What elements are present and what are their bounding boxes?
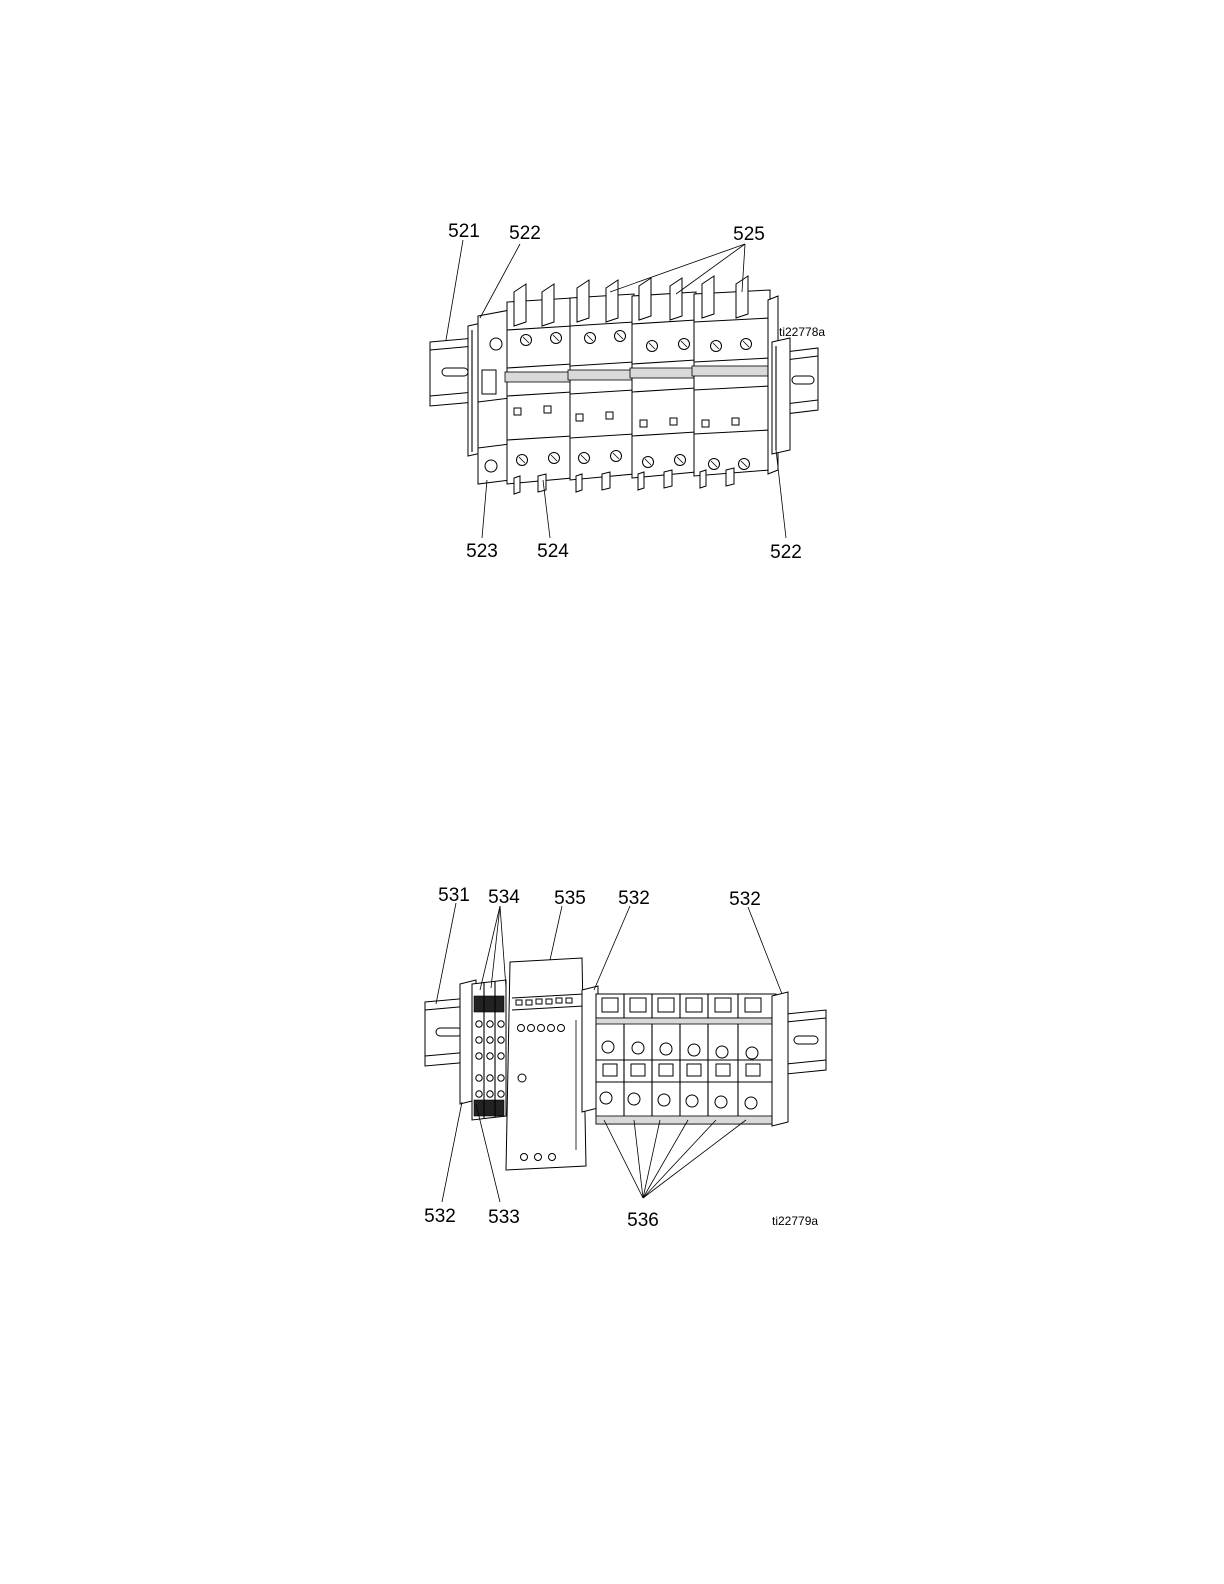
callout-523: 523 <box>466 541 498 562</box>
callout-533: 533 <box>488 1207 520 1228</box>
terminal-blocks-large <box>596 994 776 1124</box>
callout-534: 534 <box>488 887 520 908</box>
callout-522-top: 522 <box>509 223 541 244</box>
callout-532-bottom-left: 532 <box>424 1206 456 1227</box>
callout-522-bottom: 522 <box>770 542 802 563</box>
figure-id-2: ti22779a <box>772 1214 818 1228</box>
callout-532-top-right: 532 <box>729 889 761 910</box>
callout-532-top-center: 532 <box>618 888 650 909</box>
callout-535: 535 <box>554 888 586 909</box>
figure-2: 531 534 535 532 532 532 533 536 ti22779a <box>424 885 826 1231</box>
end-stop-right <box>772 992 788 1126</box>
breaker-module <box>630 278 698 490</box>
callout-521: 521 <box>448 221 480 242</box>
callout-525: 525 <box>733 224 765 245</box>
terminal-block-left <box>478 310 510 484</box>
callout-531: 531 <box>438 885 470 906</box>
breaker-module <box>568 280 636 492</box>
terminal-blocks-small <box>472 980 506 1120</box>
figure-1: 521 522 525 523 524 522 ti22778a <box>430 221 825 563</box>
power-supply-module <box>506 958 586 1170</box>
breaker-module <box>692 276 772 488</box>
figure-id-1: ti22778a <box>779 325 825 339</box>
breaker-module <box>505 284 573 494</box>
end-stop-right <box>768 296 790 474</box>
callout-536: 536 <box>627 1210 659 1231</box>
callout-524: 524 <box>537 541 569 562</box>
din-rail-right <box>786 1010 826 1074</box>
